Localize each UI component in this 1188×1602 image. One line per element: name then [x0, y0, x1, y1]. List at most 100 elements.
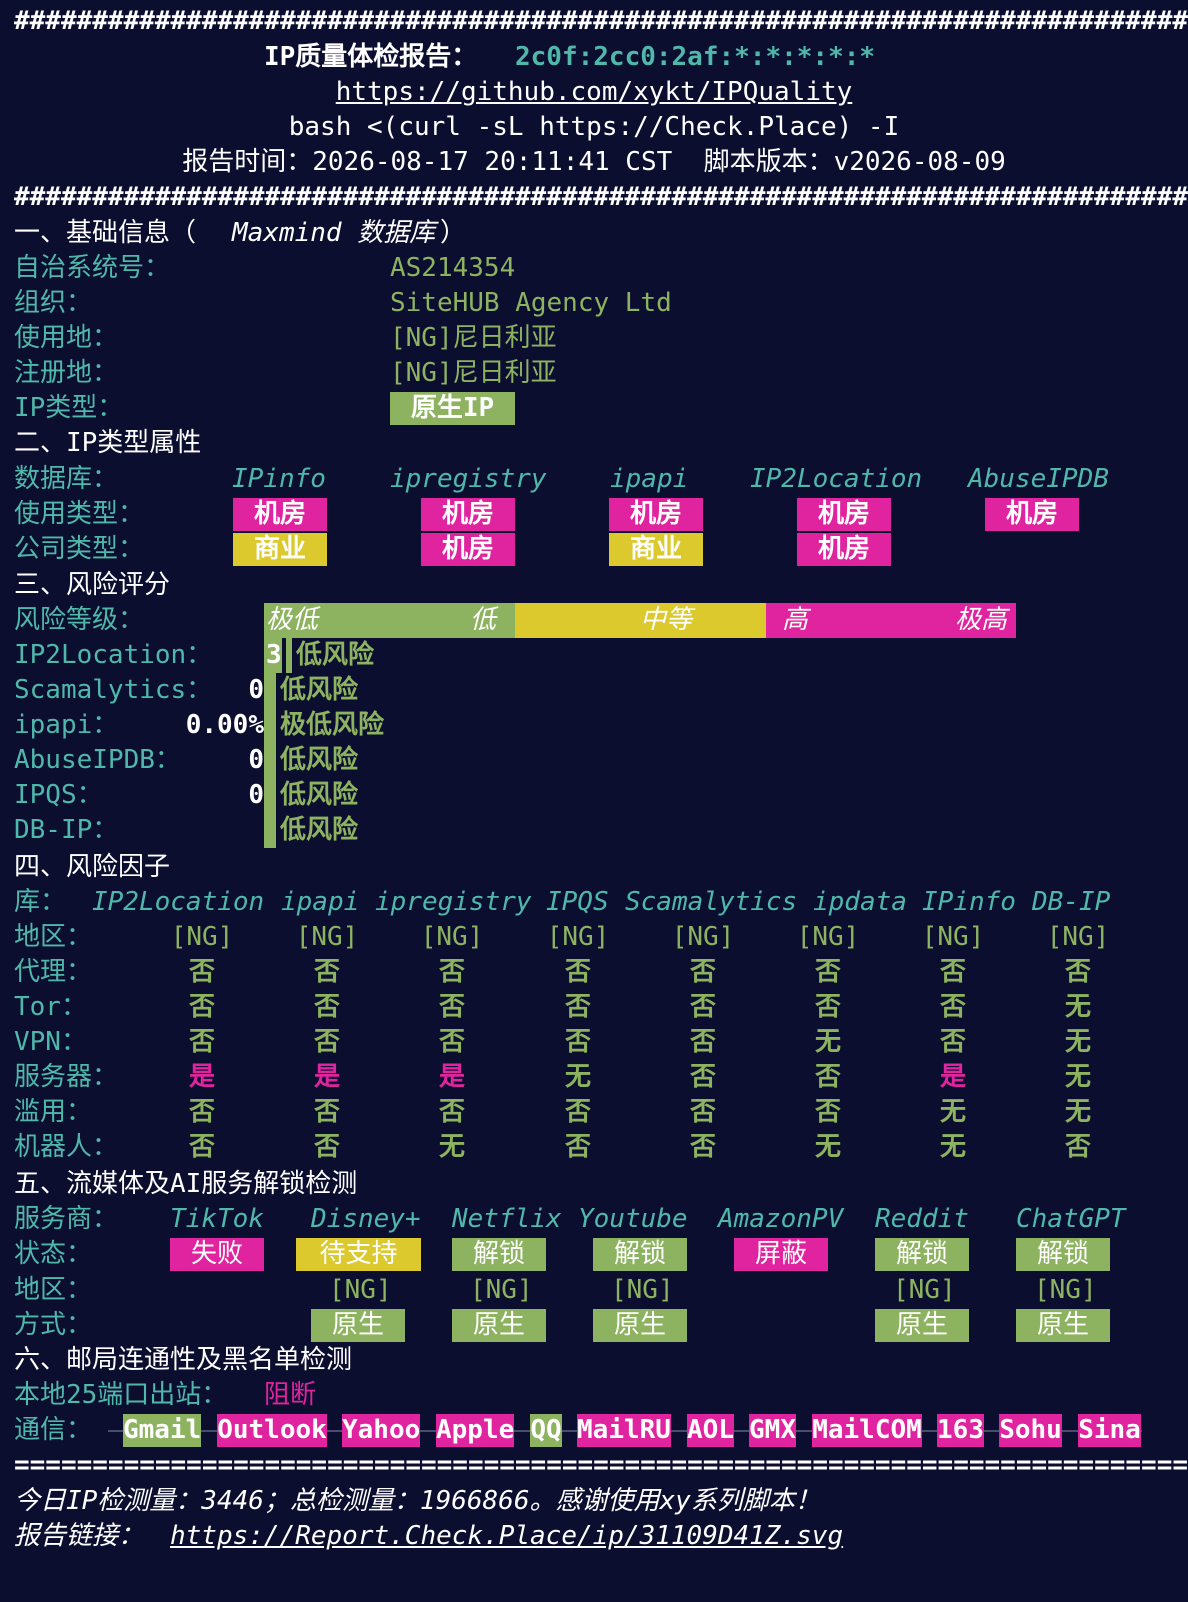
mail-provider-badge: Apple	[436, 1414, 515, 1447]
mail-provider-badge: GMX	[749, 1414, 796, 1447]
service-status-badge: 解锁	[452, 1238, 546, 1271]
lib-name: IP2Location	[92, 887, 265, 917]
equals-rule: ========================================…	[0, 1448, 1188, 1482]
risk-source-label: AbuseIPDB：	[14, 745, 181, 775]
risk-score-text: 低风险	[296, 640, 375, 670]
risk-factor-value: 否	[689, 1132, 716, 1162]
service-name: Reddit	[875, 1204, 969, 1234]
report-time-line: 报告时间：2026-08-17 20:11:41 CST 脚本版本：v2026-…	[0, 145, 1188, 179]
usage-location-row: 使用地：[NG]尼日利亚	[0, 321, 1188, 355]
risk-factor-value: 否	[814, 957, 841, 987]
risk-factor-value: [NG]	[170, 922, 234, 952]
risk-factor-value: 否	[689, 1062, 716, 1092]
risk-factor-value: 否	[689, 992, 716, 1022]
registered-location-label: 注册地：	[14, 358, 119, 388]
asn-row: 自治系统号：AS214354	[0, 251, 1188, 285]
section6-title-text: 六、邮局连通性及黑名单检测	[14, 1345, 353, 1375]
risk-score-bar	[264, 638, 282, 673]
service-status-row: 状态：失败待支持解锁解锁屏蔽解锁解锁	[0, 1237, 1188, 1271]
service-status-badge: 解锁	[593, 1238, 687, 1271]
section2-title-text: 二、IP类型属性	[14, 428, 202, 458]
service-name: TikTok	[170, 1204, 264, 1234]
report-link[interactable]: https://Report.Check.Place/ip/31109D41Z.…	[170, 1521, 844, 1551]
risk-factor-label: 代理：	[14, 957, 93, 987]
region-label: 地区：	[14, 1275, 93, 1305]
report-link-line: 报告链接： https://Report.Check.Place/ip/31109…	[0, 1519, 1188, 1553]
risk-factor-value: [NG]	[546, 922, 610, 952]
risk-score-value: 0.00%	[185, 710, 264, 740]
lib-name: DB-IP	[1032, 887, 1111, 917]
status-label: 状态：	[14, 1239, 93, 1269]
mail-provider-badge: Sohu	[999, 1414, 1062, 1447]
risk-factor-value: 否	[689, 957, 716, 987]
method-label: 方式：	[14, 1310, 93, 1340]
lib-name: ipapi	[281, 887, 360, 917]
risk-scale-row: 风险等级：极低低中等高极高	[0, 603, 1188, 638]
risk-factor-value: 否	[814, 992, 841, 1022]
risk-source-label: DB-IP：	[14, 815, 119, 845]
lib-label: 库：	[14, 887, 67, 917]
section4-title-text: 四、风险因子	[14, 852, 171, 882]
install-command: bash <(curl -sL https://Check.Place) -I	[288, 112, 900, 142]
stats-line: 今日IP检测量：3446；总检测量：1966866。感谢使用xy系列脚本！	[0, 1484, 1188, 1518]
mail-provider-badge: MailRU	[577, 1414, 671, 1447]
risk-score-text: 极低风险	[280, 710, 385, 740]
risk-factor-row: 代理：否否否否否否否否	[0, 955, 1188, 989]
usage-type-badge: 机房	[233, 498, 327, 531]
comm-label: 通信：	[14, 1415, 93, 1445]
section3-title-text: 三、风险评分	[14, 570, 171, 600]
risk-scale-band	[264, 603, 515, 638]
risk-factor-value: 否	[313, 1097, 340, 1127]
risk-factor-value: 无	[814, 1132, 841, 1162]
usage-type-badge: 机房	[985, 498, 1079, 531]
company-type-badge: 商业	[233, 533, 327, 566]
mail-provider-badge: QQ	[530, 1414, 562, 1447]
service-method-badge: 原生	[311, 1309, 405, 1342]
section5-title-text: 五、流媒体及AI服务解锁检测	[14, 1169, 358, 1199]
org-row: 组织：SiteHUB Agency Ltd	[0, 286, 1188, 320]
risk-factor-value: 否	[188, 1097, 215, 1127]
risk-factor-value: 否	[1064, 957, 1091, 987]
section4-title: 四、风险因子	[0, 850, 1188, 884]
risk-factor-label: Tor：	[14, 992, 87, 1022]
risk-factor-value: 无	[939, 1132, 966, 1162]
section1-title-suffix: ）	[440, 218, 467, 248]
report-title-label: IP质量体检报告：	[264, 42, 478, 72]
service-region: [NG]	[611, 1275, 674, 1305]
report-link-label: 报告链接：	[14, 1521, 145, 1551]
usage-type-label: 使用类型：	[14, 499, 145, 529]
registered-location-value: [NG]尼日利亚	[390, 358, 557, 388]
risk-factor-value: 否	[188, 1132, 215, 1162]
org-value: SiteHUB Agency Ltd	[390, 288, 672, 318]
database-name: AbuseIPDB	[968, 464, 1109, 494]
section1-title-prefix: 一、基础信息（	[14, 218, 197, 248]
risk-factor-row: VPN：否否否否否无否无	[0, 1025, 1188, 1059]
port25-row: 本地25端口出站：阻断	[0, 1378, 1188, 1412]
service-name: Disney+	[311, 1204, 421, 1234]
risk-score-divider	[264, 813, 276, 848]
port25-label: 本地25端口出站：	[14, 1380, 228, 1410]
service-region: [NG]	[1034, 1275, 1097, 1305]
risk-factor-value: 否	[313, 1132, 340, 1162]
repo-link[interactable]: https://github.com/xykt/IPQuality	[335, 77, 853, 107]
risk-factor-label: 滥用：	[14, 1097, 93, 1127]
risk-score-value: 0	[248, 780, 264, 810]
mail-provider-badge: Sina	[1078, 1414, 1141, 1447]
lib-name: IPinfo	[922, 887, 1016, 917]
risk-score-divider	[264, 708, 276, 743]
section5-title: 五、流媒体及AI服务解锁检测	[0, 1167, 1188, 1201]
mail-provider-badge: Gmail	[123, 1414, 202, 1447]
ip-type-label: IP类型：	[14, 393, 124, 423]
risk-scale-label: 中等	[640, 605, 693, 635]
lib-name: ipregistry	[375, 887, 532, 917]
risk-scale-label: 低	[470, 605, 497, 635]
risk-factor-value: [NG]	[295, 922, 359, 952]
risk-score-text: 低风险	[280, 815, 359, 845]
stats-text: 今日IP检测量：3446；总检测量：1966866。感谢使用xy系列脚本！	[14, 1486, 821, 1516]
risk-factor-value: 否	[814, 1097, 841, 1127]
report-time-text: 报告时间：2026-08-17 20:11:41 CST 脚本版本：v2026-…	[182, 147, 1006, 177]
risk-source-label: Scamalytics：	[14, 675, 213, 705]
risk-score-divider	[264, 743, 276, 778]
risk-factor-row: 地区：[NG][NG][NG][NG][NG][NG][NG][NG]	[0, 920, 1188, 954]
